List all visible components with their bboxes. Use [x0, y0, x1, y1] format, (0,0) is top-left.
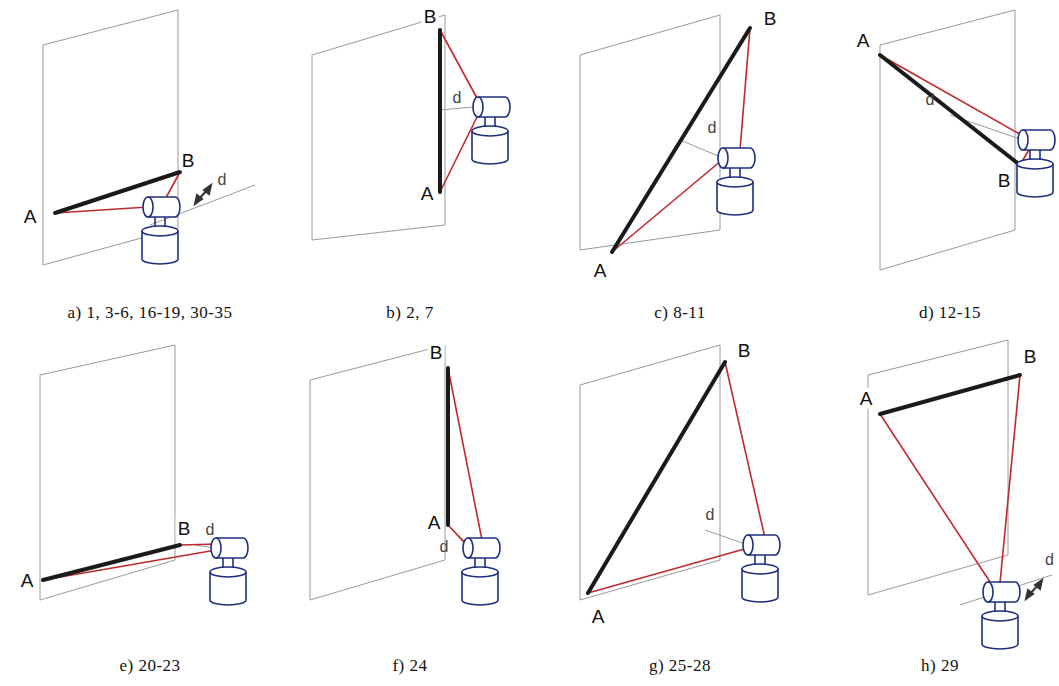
point-label: A: [592, 260, 609, 281]
panel-caption: b) 2, 7: [384, 303, 435, 322]
panel-caption: g) 25-28: [647, 656, 713, 675]
point-label: B: [762, 8, 779, 29]
point-label: B: [996, 170, 1013, 191]
point-label: B: [428, 342, 445, 363]
point-label: B: [180, 150, 197, 171]
distance-label: d: [924, 91, 937, 109]
point-label: B: [736, 340, 753, 361]
point-label: A: [426, 512, 443, 533]
panel-caption: f) 24: [390, 656, 429, 675]
point-label: A: [858, 388, 875, 409]
distance-label: d: [216, 171, 229, 189]
distance-label: d: [451, 89, 464, 107]
point-label: A: [590, 606, 607, 627]
point-label: B: [422, 6, 439, 27]
distance-label: d: [204, 521, 217, 539]
panel-caption: c) 8-11: [652, 303, 708, 322]
point-label: B: [176, 518, 193, 539]
distance-label: d: [438, 538, 451, 556]
distance-label: d: [706, 119, 719, 137]
point-label: A: [419, 183, 436, 204]
point-label: A: [19, 570, 36, 591]
panel-caption: d) 12-15: [917, 303, 983, 322]
distance-label: d: [704, 506, 717, 524]
distance-label: d: [1043, 551, 1056, 569]
panel-caption: a) 1, 3-6, 16-19, 30-35: [66, 303, 235, 322]
point-label: B: [1022, 346, 1039, 367]
panel-caption: e) 20-23: [117, 656, 182, 675]
point-label: A: [22, 206, 39, 227]
panel-caption: h) 29: [919, 656, 961, 675]
point-label: A: [855, 30, 872, 51]
